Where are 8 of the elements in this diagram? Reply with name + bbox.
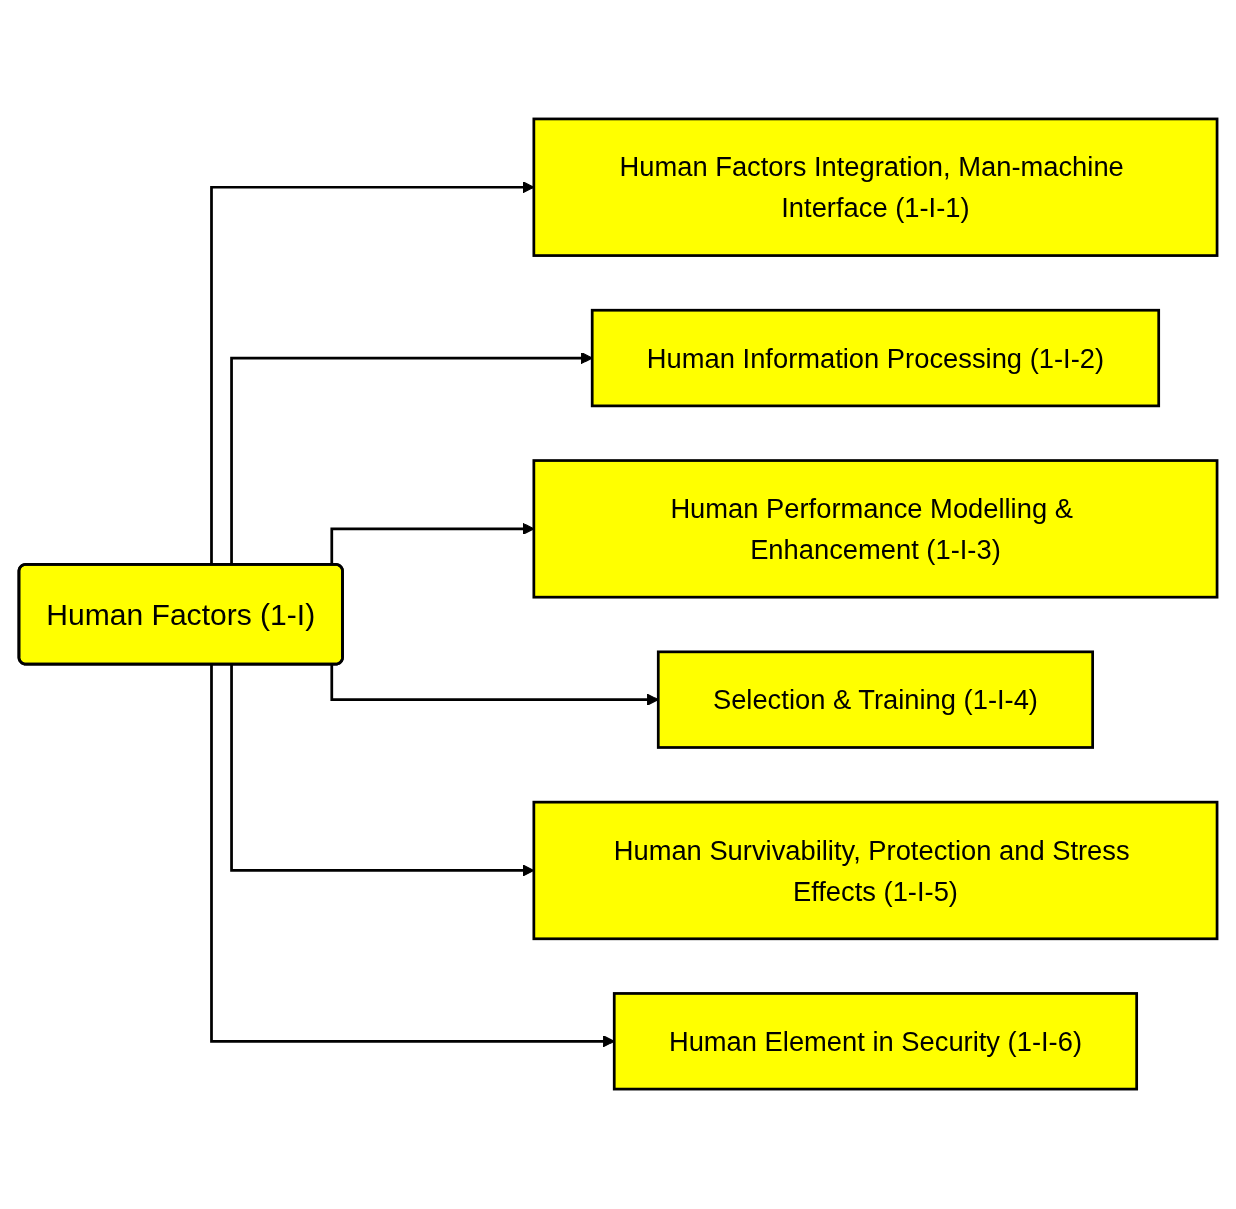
- node-box: Human Information Processing (1-I-2): [590, 309, 1161, 408]
- node-box: Selection & Training (1-I-4): [656, 650, 1094, 750]
- node-box: Human Survivability, Protection and Stress Effects (1-I-5): [532, 801, 1219, 941]
- node-box: Human Element in Security (1-I-6): [612, 992, 1139, 1091]
- arrow: [210, 665, 615, 1048]
- node-box: Human Factors Integration, Man-machine Interface (1-I-1): [532, 118, 1219, 258]
- node-box: Human Performance Modelling & Enhancement (1-I-3): [532, 459, 1219, 600]
- arrow: [330, 665, 659, 707]
